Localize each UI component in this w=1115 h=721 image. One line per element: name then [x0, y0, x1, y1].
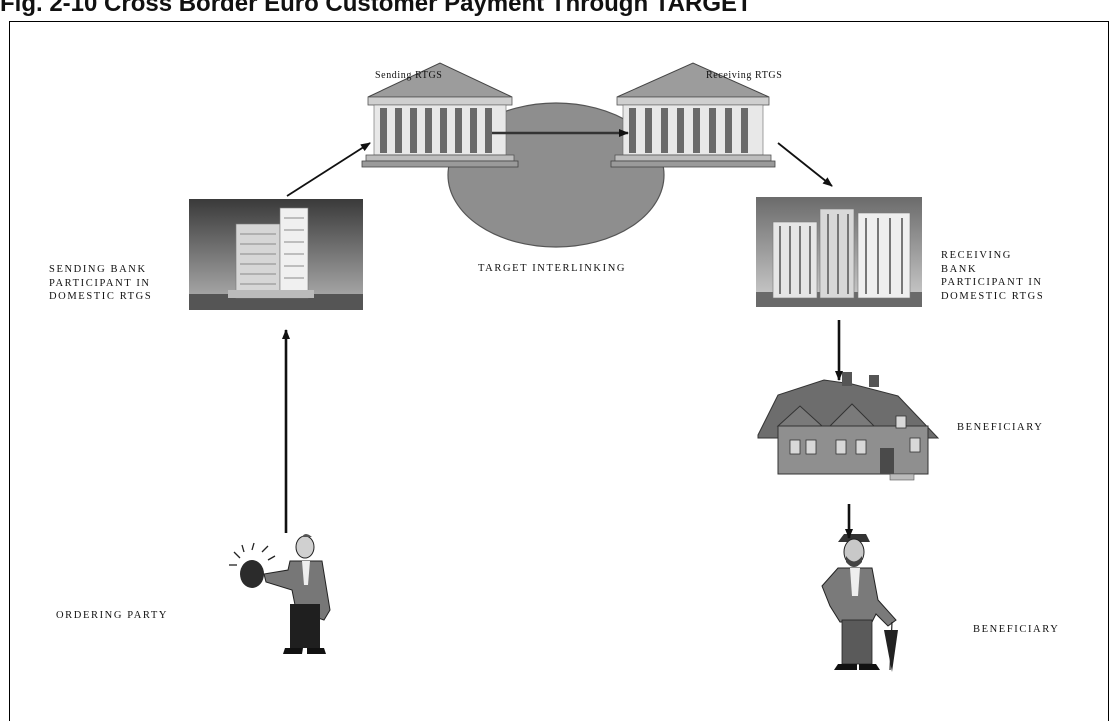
receiving-bank-building-icon: [756, 197, 922, 307]
sending-bank-label-line: SENDING BANK: [49, 264, 147, 275]
receiving-bank-label-line: RECEIVING: [941, 250, 1012, 261]
beneficiary-house-label: BENEFICIARY: [957, 422, 1044, 433]
receiving-bank-label-line: BANK: [941, 263, 978, 275]
sending-rtgs-label: Sending RTGS: [375, 70, 443, 81]
target-interlinking-label: TARGET INTERLINKING: [478, 263, 627, 274]
receiving-rtgs-building-icon: [610, 62, 776, 168]
receiving-bank-label-line: PARTICIPANT IN: [941, 277, 1043, 288]
sending-bank-label-line: DOMESTIC RTGS: [49, 291, 153, 302]
beneficiary-house-icon: [757, 372, 940, 481]
ordering-party-label: ORDERING PARTY: [56, 610, 169, 621]
arrow-receiving-rtgs-to-receiving-bank: [777, 142, 833, 187]
arrow-sending-bank-to-sending-rtgs: [286, 142, 371, 197]
sending-bank-building-icon: [189, 199, 363, 310]
ordering-party-person-icon: [229, 534, 331, 654]
sending-rtgs-building-icon: [361, 62, 519, 168]
beneficiary-person-label: BENEFICIARY: [973, 624, 1060, 635]
beneficiary-person-icon: [821, 534, 898, 672]
figure-title: Fig. 2-10 Cross Border Euro Customer Pay…: [0, 0, 752, 17]
sending-bank-label-line: PARTICIPANT IN: [49, 277, 151, 289]
receiving-bank-label-line: DOMESTIC RTGS: [941, 290, 1045, 302]
sending-bank-label: SENDING BANK PARTICIPANT IN DOMESTIC RTG…: [49, 263, 152, 304]
diagram-frame: [9, 21, 1109, 721]
receiving-bank-label: RECEIVING BANK PARTICIPANT IN DOMESTIC R…: [941, 249, 1044, 303]
receiving-rtgs-label: Receiving RTGS: [706, 70, 783, 81]
